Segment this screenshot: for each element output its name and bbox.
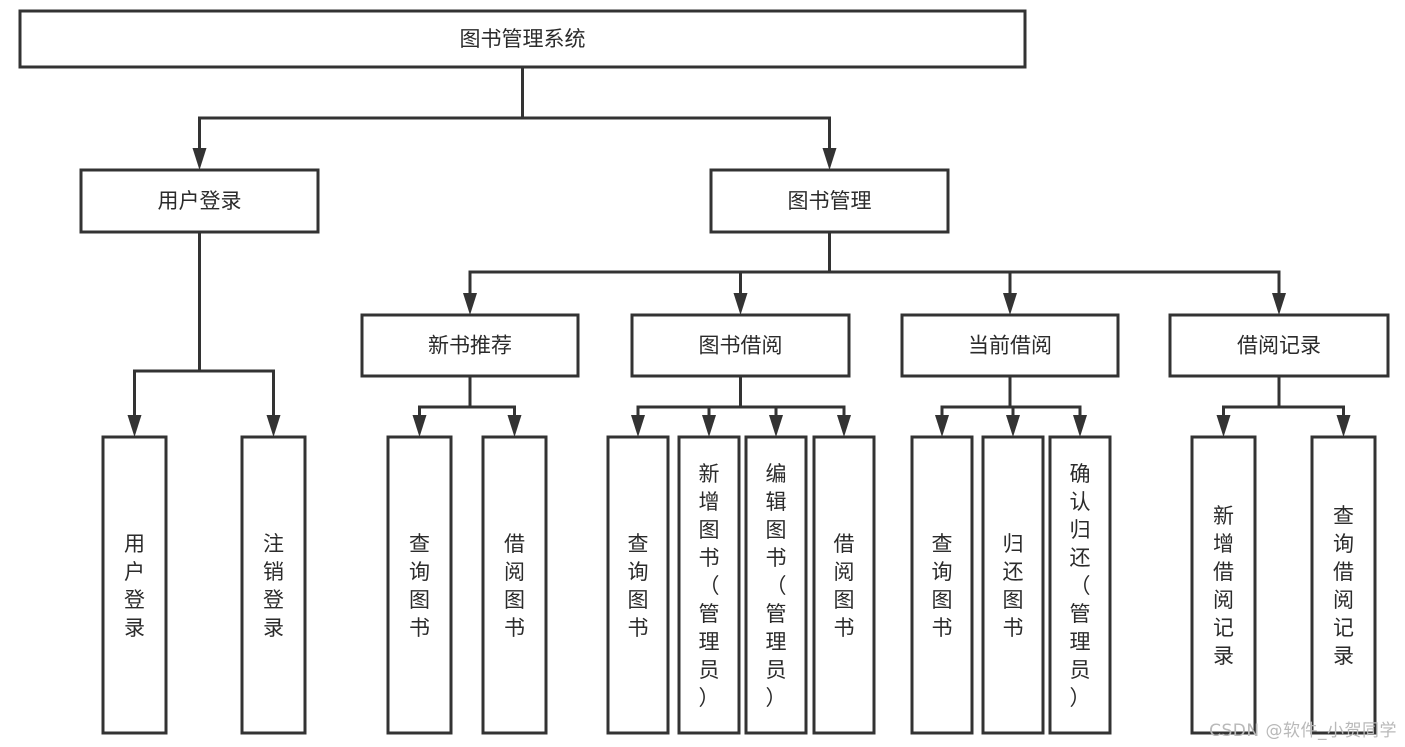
edge-arrowhead <box>1272 293 1286 315</box>
node-leaf-return-book-box <box>981 435 1045 735</box>
edge-arrowhead <box>1336 415 1351 437</box>
edge-arrowhead <box>1216 415 1231 437</box>
node-leaf-borrow-book-1[interactable]: 借阅图书 <box>481 435 548 735</box>
node-leaf-user-login-label: 用户登录 <box>124 532 145 640</box>
node-leaf-add-record-box <box>1190 435 1257 735</box>
edge-arrowhead <box>1073 415 1087 437</box>
node-leaf-borrow-book-2[interactable]: 借阅图书 <box>812 435 876 735</box>
node-leaf-return-book-label: 归还图书 <box>1003 532 1024 640</box>
node-leaf-query-book-3-label: 查询图书 <box>932 532 953 640</box>
node-leaf-borrow-book-1-box <box>481 435 548 735</box>
node-current-borrow[interactable]: 当前借阅 <box>900 313 1120 378</box>
node-leaf-query-book-2-box <box>606 435 670 735</box>
node-new-book-rec[interactable]: 新书推荐 <box>360 313 580 378</box>
node-leaf-confirm-return-label: 确认归还（管理员） <box>1070 462 1091 710</box>
node-leaf-query-record-label: 查询借阅记录 <box>1333 504 1354 668</box>
node-leaf-borrow-book-1-label: 借阅图书 <box>504 532 525 640</box>
edge-arrowhead <box>769 415 783 437</box>
node-user-login-label: 用户登录 <box>158 189 242 213</box>
node-leaf-query-book-3[interactable]: 查询图书 <box>910 435 974 735</box>
node-layer: 图书管理系统用户登录图书管理新书推荐图书借阅当前借阅借阅记录用户登录注销登录查询… <box>18 9 1390 735</box>
node-book-manage-box <box>709 168 950 234</box>
node-leaf-add-book[interactable]: 新增图书（管理员） <box>677 435 741 735</box>
edge-arrowhead <box>412 415 427 437</box>
node-leaf-add-record-label: 新增借阅记录 <box>1213 504 1234 668</box>
edge-arrowhead <box>837 415 851 437</box>
node-leaf-query-record-box <box>1310 435 1377 735</box>
node-leaf-borrow-book-2-label: 借阅图书 <box>834 532 855 640</box>
node-book-borrow-label: 图书借阅 <box>699 334 783 358</box>
node-borrow-record-label: 借阅记录 <box>1237 334 1321 358</box>
edge-arrowhead <box>1003 293 1017 315</box>
node-leaf-add-book-box <box>677 435 741 735</box>
node-leaf-return-book[interactable]: 归还图书 <box>981 435 1045 735</box>
node-leaf-edit-book-box <box>744 435 808 735</box>
edge-arrowhead <box>733 293 748 315</box>
node-current-borrow-label: 当前借阅 <box>968 334 1052 358</box>
edge-arrowhead <box>127 415 142 437</box>
node-leaf-query-book-2-label: 查询图书 <box>628 532 649 640</box>
node-leaf-query-book-1-box <box>386 435 453 735</box>
edge-arrowhead <box>507 415 522 437</box>
node-leaf-user-logout[interactable]: 注销登录 <box>240 435 307 735</box>
watermark-text: CSDN @软件_小贺同学 <box>1209 721 1397 741</box>
edge-arrowhead <box>822 148 837 170</box>
node-leaf-user-login-box <box>101 435 168 735</box>
node-borrow-record-box <box>1168 313 1390 378</box>
node-root-label: 图书管理系统 <box>460 27 586 51</box>
node-leaf-query-record[interactable]: 查询借阅记录 <box>1310 435 1377 735</box>
node-leaf-query-book-3-box <box>910 435 974 735</box>
node-leaf-query-book-1[interactable]: 查询图书 <box>386 435 453 735</box>
node-leaf-confirm-return-box <box>1048 435 1112 735</box>
node-leaf-add-book-label: 新增图书（管理员） <box>699 462 720 710</box>
node-new-book-rec-label: 新书推荐 <box>428 334 512 358</box>
node-leaf-query-book-1-label: 查询图书 <box>409 532 430 640</box>
node-book-manage-label: 图书管理 <box>788 189 872 213</box>
node-book-manage[interactable]: 图书管理 <box>709 168 950 234</box>
node-leaf-edit-book[interactable]: 编辑图书（管理员） <box>744 435 808 735</box>
node-user-login[interactable]: 用户登录 <box>79 168 320 234</box>
node-root[interactable]: 图书管理系统 <box>18 9 1027 69</box>
edge-arrowhead <box>702 415 716 437</box>
node-leaf-edit-book-label: 编辑图书（管理员） <box>766 462 787 710</box>
node-root-box <box>18 9 1027 69</box>
node-book-borrow-box <box>630 313 851 378</box>
edge-arrowhead <box>192 148 207 170</box>
edge-arrowhead <box>1006 415 1020 437</box>
edge-arrowhead <box>463 293 477 315</box>
node-new-book-rec-box <box>360 313 580 378</box>
node-leaf-borrow-book-2-box <box>812 435 876 735</box>
node-leaf-user-logout-label: 注销登录 <box>263 532 284 640</box>
node-user-login-box <box>79 168 320 234</box>
node-leaf-user-login[interactable]: 用户登录 <box>101 435 168 735</box>
edge-arrowhead <box>631 415 645 437</box>
node-leaf-user-logout-box <box>240 435 307 735</box>
node-leaf-add-record[interactable]: 新增借阅记录 <box>1190 435 1257 735</box>
edge-arrowhead <box>935 415 949 437</box>
node-book-borrow[interactable]: 图书借阅 <box>630 313 851 378</box>
node-leaf-query-book-2[interactable]: 查询图书 <box>606 435 670 735</box>
edge-arrowhead <box>266 415 281 437</box>
node-current-borrow-box <box>900 313 1120 378</box>
connector-layer <box>127 65 1351 437</box>
node-borrow-record[interactable]: 借阅记录 <box>1168 313 1390 378</box>
node-leaf-confirm-return[interactable]: 确认归还（管理员） <box>1048 435 1112 735</box>
